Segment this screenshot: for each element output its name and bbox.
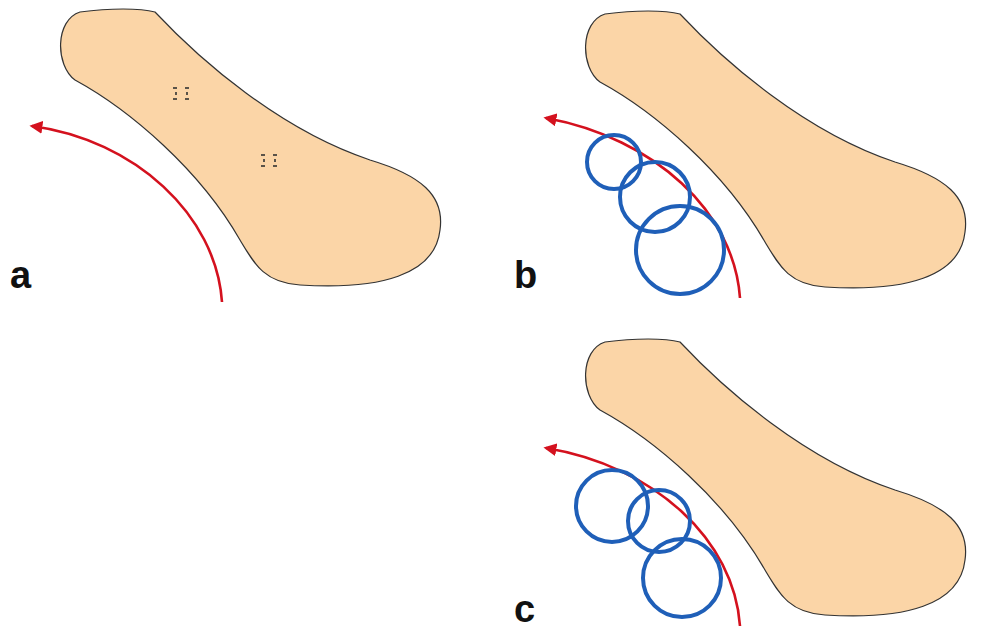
tissue-shape [61,9,441,286]
panel-a [32,9,441,302]
motion-arrow [32,126,222,302]
circular-motions [576,470,721,617]
panel-letter: c [514,590,535,628]
panel-letter: a [10,256,31,294]
motion-arrow [546,448,740,626]
motion-arrow [546,118,740,298]
circular-motions [587,135,724,294]
tissue-shape [586,11,966,288]
panel-c [546,339,966,626]
suture-marks [173,88,277,166]
panel-letter: b [514,256,537,294]
panel-b [546,11,966,298]
